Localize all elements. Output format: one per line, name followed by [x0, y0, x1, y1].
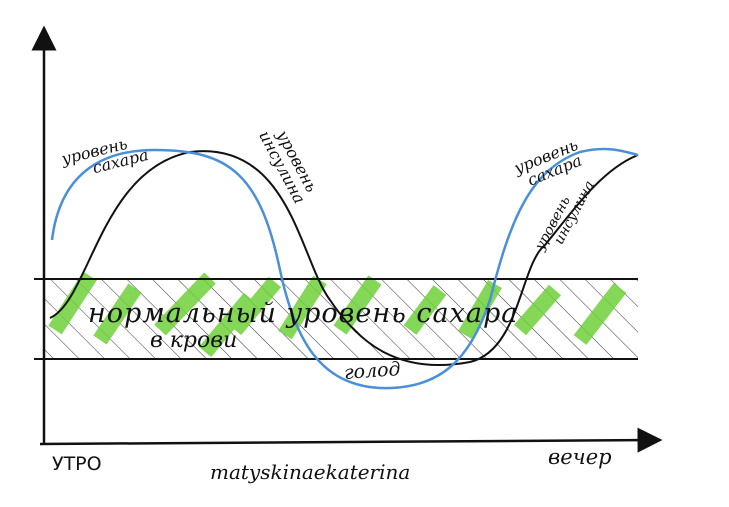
label-hunger: голод	[343, 358, 402, 384]
label-normal-band-line2: в крови	[150, 328, 238, 353]
sugar-curve	[50, 147, 639, 390]
insulin-curve	[49, 150, 639, 367]
x-axis-start-label: УТРО	[52, 453, 102, 475]
x-axis-end-label: вечер	[548, 445, 612, 469]
band-green-highlights	[48, 271, 627, 358]
x-axis	[39, 427, 663, 453]
label-normal-band-line1: нормальный уровень сахара	[88, 298, 519, 329]
signature: matyskinaekaterina	[210, 460, 411, 484]
